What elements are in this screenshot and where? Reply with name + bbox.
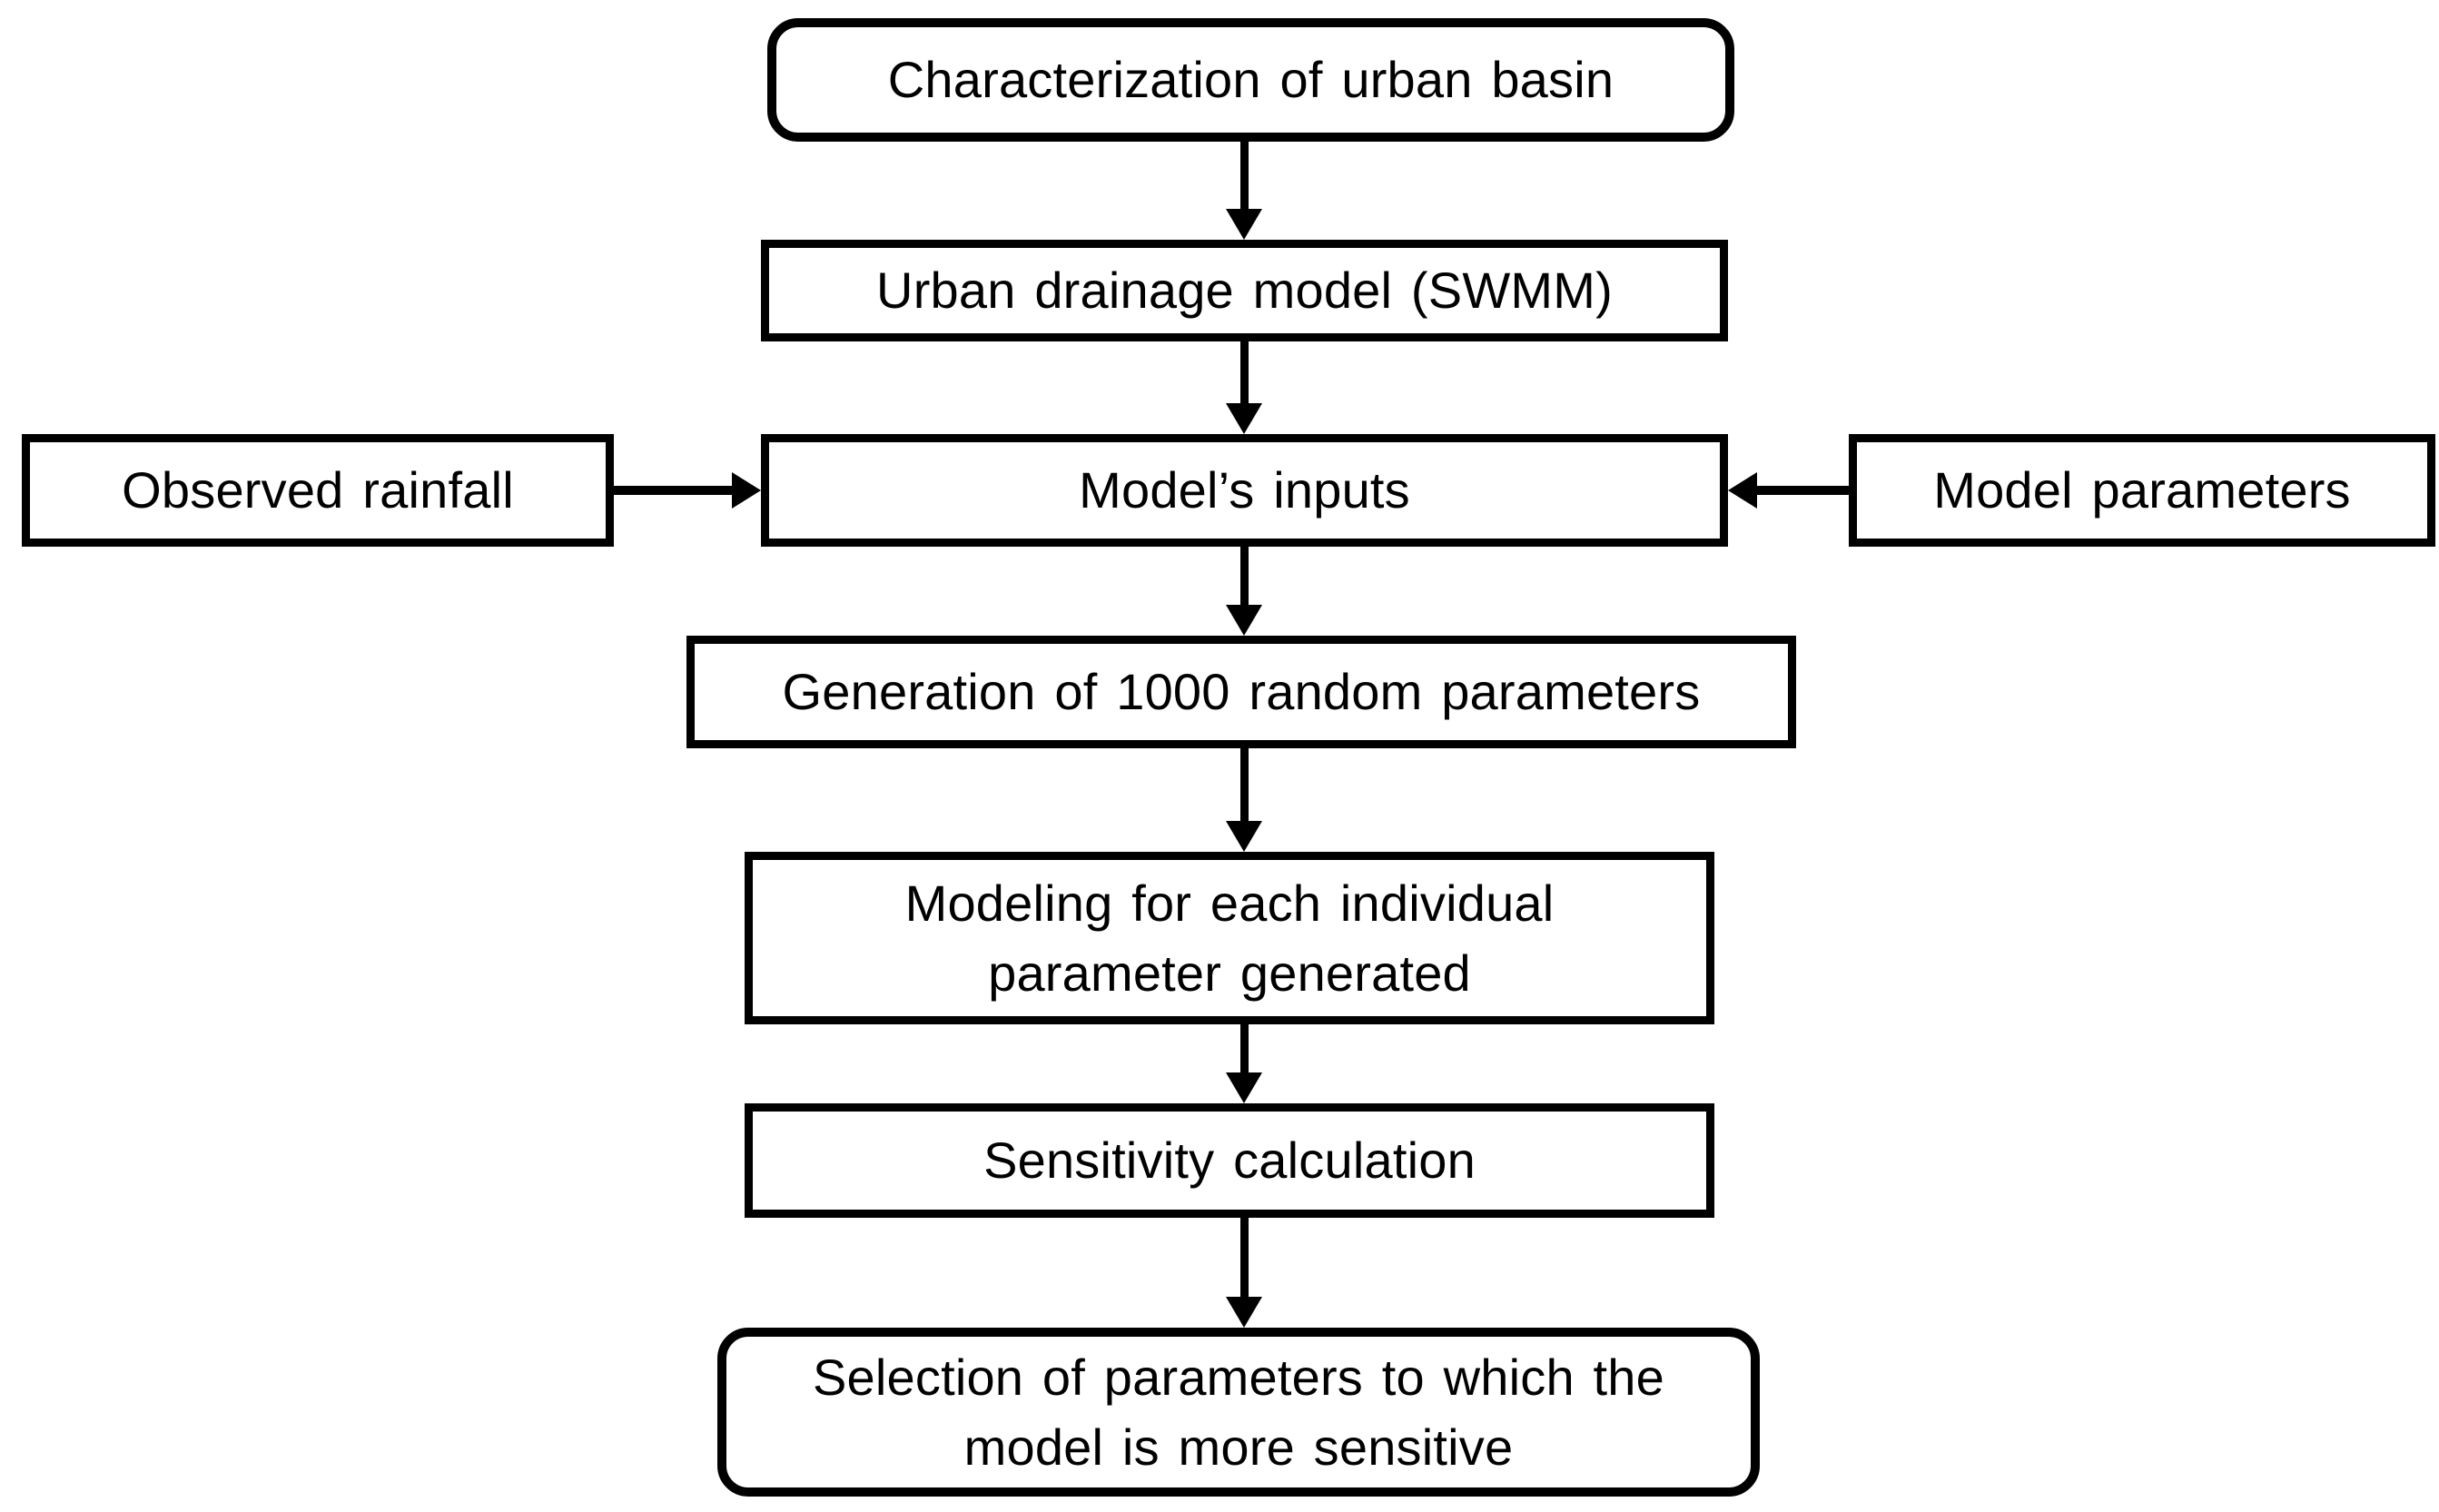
arrow-down-head-icon [1226, 605, 1262, 636]
node-sensitivity-calculation: Sensitivity calculation [745, 1103, 1714, 1218]
arrow-sensitivity-to-selection [1226, 1218, 1262, 1328]
arrow-models-inputs-to-generation [1226, 547, 1262, 636]
node-urban-drainage-model-swmm: Urban drainage model (SWMM) [761, 240, 1728, 341]
arrow-swmm-to-models-inputs [1226, 341, 1262, 434]
arrow-observed-rainfall-to-models-inputs [614, 472, 761, 509]
arrow-generation-to-modeling [1226, 748, 1262, 852]
arrow-down-head-icon [1226, 821, 1262, 852]
arrow-down-head-icon [1226, 403, 1262, 434]
node-characterization-of-urban-basin: Characterization of urban basin [767, 18, 1734, 142]
arrow-shaft [614, 486, 732, 495]
node-observed-rainfall: Observed rainfall [22, 434, 614, 547]
arrow-shaft [1239, 547, 1249, 605]
arrow-shaft [1239, 142, 1249, 209]
arrow-down-head-icon [1226, 1072, 1262, 1103]
arrow-modeling-to-sensitivity [1226, 1024, 1262, 1103]
node-models-inputs: Model’s inputs [761, 434, 1728, 547]
arrow-left-head-icon [1728, 472, 1757, 509]
arrow-model-parameters-to-models-inputs [1728, 472, 1849, 509]
arrow-down-head-icon [1226, 1297, 1262, 1328]
arrow-right-head-icon [732, 472, 761, 509]
arrow-shaft [1239, 341, 1249, 403]
arrow-down-head-icon [1226, 209, 1262, 240]
node-generation-of-random-parameters: Generation of 1000 random parameters [686, 636, 1796, 748]
arrow-shaft [1757, 486, 1849, 495]
node-model-parameters: Model parameters [1849, 434, 2435, 547]
arrow-shaft [1239, 1024, 1249, 1072]
arrow-characterization-to-swmm [1226, 142, 1262, 240]
arrow-shaft [1239, 748, 1249, 821]
arrow-shaft [1239, 1218, 1249, 1297]
